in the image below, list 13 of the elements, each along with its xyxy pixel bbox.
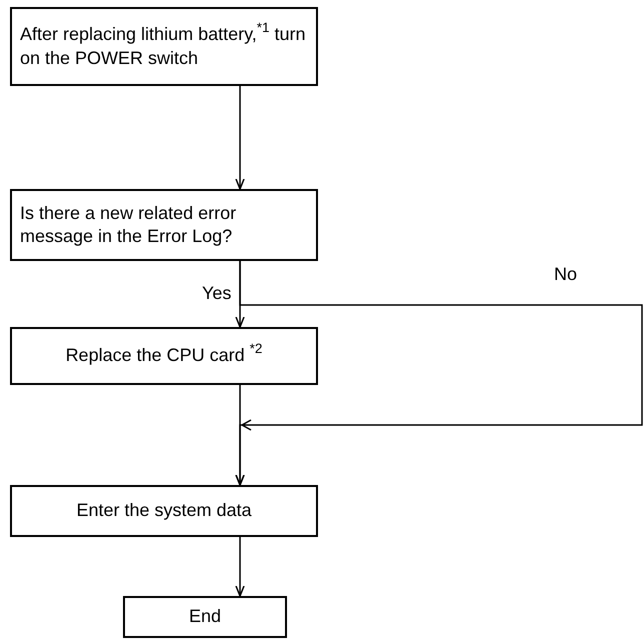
step-text: Replace the CPU card $^{*2}$ <box>66 344 262 368</box>
step-text: After replacing lithium battery,$^{*1}$ turn on the POWER switch <box>20 23 307 70</box>
step-text: Is there a new related error message in the Error Log? <box>20 202 238 248</box>
process-box <box>10 327 318 385</box>
arrow <box>235 86 245 190</box>
arrow <box>235 537 245 597</box>
step-text: End <box>188 605 222 628</box>
process-box <box>10 485 318 537</box>
process-box <box>10 189 318 261</box>
process-box <box>10 7 318 86</box>
step-text: Enter the system data <box>76 499 252 522</box>
arrow <box>235 385 245 486</box>
process-box <box>123 596 287 638</box>
